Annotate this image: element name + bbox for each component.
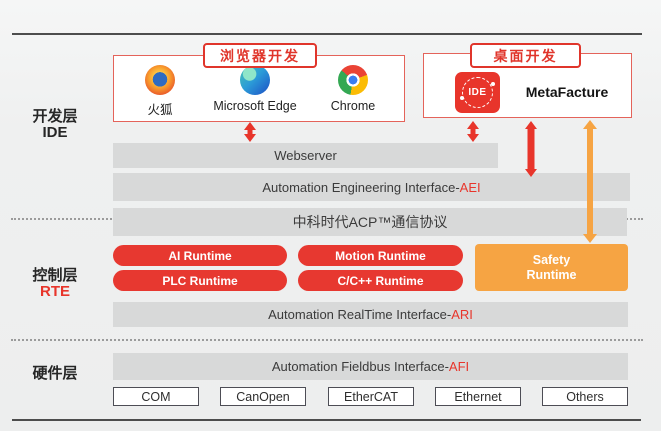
safety-label-line2: Runtime <box>526 267 577 282</box>
ide-icon-text: IDE <box>468 87 487 98</box>
runtime-label: AI Runtime <box>168 248 232 263</box>
hw-box-canopen: CanOpen <box>220 387 306 406</box>
ari-accent: ARI <box>451 307 473 322</box>
afi-accent: AFI <box>448 359 470 374</box>
browser-item-label: 火狐 <box>147 103 173 117</box>
hw-label: CanOpen <box>236 389 290 404</box>
aei-accent: AEI <box>459 179 481 195</box>
hw-label: Ethernet <box>454 389 502 404</box>
top-rule <box>12 33 642 35</box>
desktop-group-title: 桌面开发 <box>493 47 558 64</box>
safety-runtime-box: Safety Runtime <box>475 244 628 291</box>
hw-box-com: COM <box>113 387 199 406</box>
metafacture-ide-icon: IDE <box>455 72 500 113</box>
desktop-safety-arrow <box>583 120 597 243</box>
afi-bar: Automation Fieldbus Interface-AFI <box>113 353 628 380</box>
layer-divider-hw <box>11 339 643 341</box>
runtime-label: Motion Runtime <box>335 248 426 263</box>
webserver-bar: Webserver <box>113 143 498 168</box>
acp-bar: 中科时代ACP™通信协议 <box>113 208 627 236</box>
layer-dev-sub: IDE <box>42 124 68 141</box>
layer-label-dev: 开发层 IDE <box>18 109 92 141</box>
aei-label: Automation Engineering Interface- <box>262 179 460 195</box>
afi-label: Automation Fieldbus Interface- <box>271 359 449 374</box>
safety-label-line1: Safety <box>532 252 571 267</box>
browser-item-label: Chrome <box>330 99 376 113</box>
hw-box-others: Others <box>542 387 628 406</box>
browser-item-chrome: Chrome <box>305 65 401 113</box>
desktop-webserver-arrow <box>467 121 479 142</box>
edge-icon <box>240 65 270 95</box>
browser-group-chip: 浏览器开发 <box>203 43 317 68</box>
runtime-label: PLC Runtime <box>162 273 238 288</box>
ari-bar: Automation RealTime Interface-ARI <box>113 302 628 327</box>
browser-webserver-arrow <box>244 122 256 142</box>
hw-box-ethercat: EtherCAT <box>328 387 414 406</box>
browser-item-edge: Microsoft Edge <box>207 65 303 113</box>
runtime-pill-motion: Motion Runtime <box>298 245 463 266</box>
aei-bar: Automation Engineering Interface-AEI <box>113 173 630 201</box>
hw-label: EtherCAT <box>344 389 398 404</box>
desktop-group-chip: 桌面开发 <box>470 43 581 68</box>
browser-item-label: Microsoft Edge <box>213 99 297 113</box>
layer-dev-title: 开发层 <box>32 108 78 125</box>
desktop-aei-arrow <box>524 121 538 177</box>
layer-rte-title: 控制层 <box>32 267 78 284</box>
hw-box-ethernet: Ethernet <box>435 387 521 406</box>
firefox-icon <box>145 65 175 95</box>
metafacture-label: MetaFacture <box>525 84 609 100</box>
hw-label: COM <box>141 389 171 404</box>
runtime-pill-ai: AI Runtime <box>113 245 287 266</box>
layer-label-rte: 控制层 RTE <box>18 268 92 300</box>
browser-group-title: 浏览器开发 <box>220 47 300 64</box>
browser-item-firefox: 火狐 <box>112 65 208 118</box>
hw-label: Others <box>566 389 604 404</box>
bottom-rule <box>12 419 641 421</box>
chrome-icon <box>338 65 368 95</box>
runtime-label: C/C++ Runtime <box>337 273 424 288</box>
layer-rte-sub: RTE <box>40 283 70 300</box>
webserver-label: Webserver <box>274 148 337 163</box>
runtime-pill-plc: PLC Runtime <box>113 270 287 291</box>
layer-label-hw: 硬件层 <box>18 366 92 382</box>
runtime-pill-cpp: C/C++ Runtime <box>298 270 463 291</box>
acp-label: 中科时代ACP™通信协议 <box>292 214 448 230</box>
ari-label: Automation RealTime Interface- <box>268 307 452 322</box>
layer-hw-title: 硬件层 <box>32 365 78 382</box>
